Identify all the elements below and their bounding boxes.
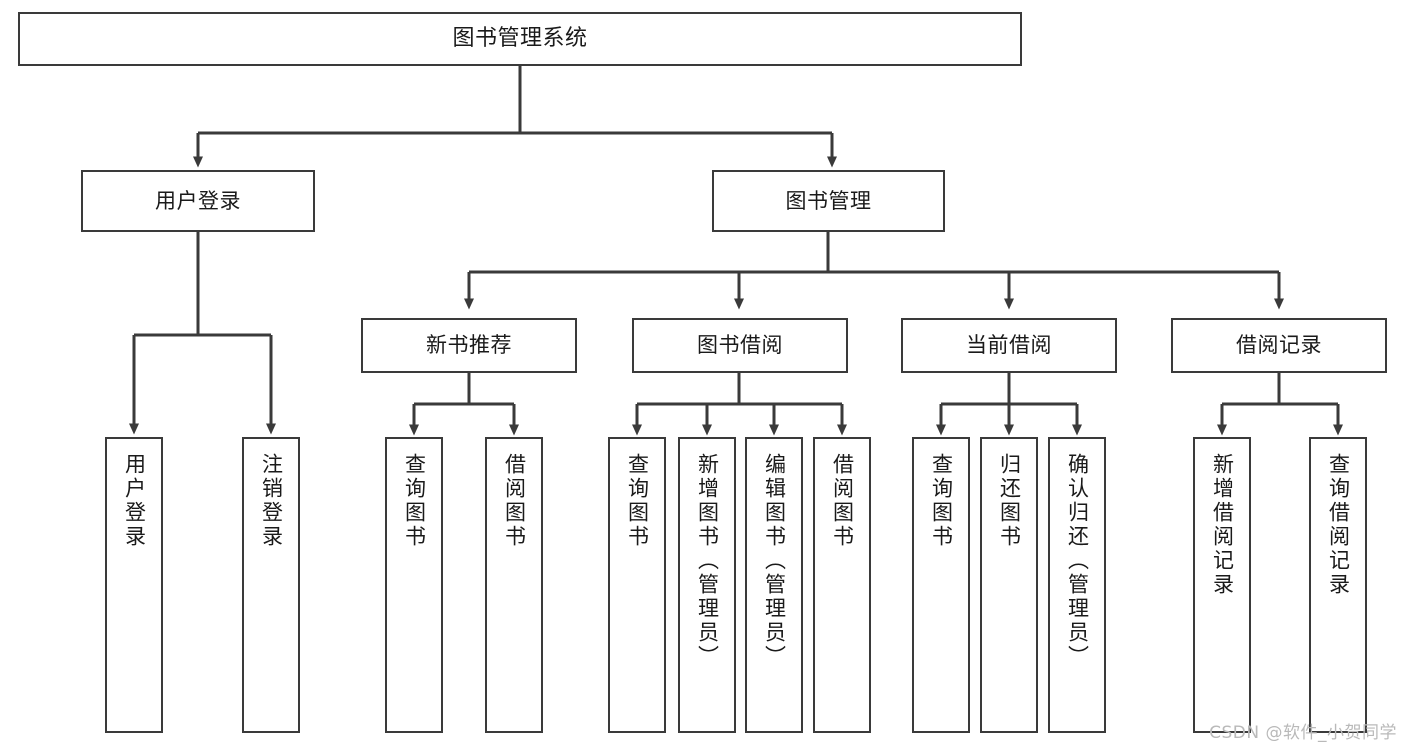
node-label: 借阅记录	[1236, 333, 1322, 358]
node-leaf-query-book[interactable]: 查询图书	[608, 437, 666, 733]
node-user-login[interactable]: 用户登录	[81, 170, 315, 232]
node-leaf-query-borrow-record[interactable]: 查询借阅记录	[1309, 437, 1367, 733]
node-leaf-user-login[interactable]: 用户登录	[105, 437, 163, 733]
node-current-borrow[interactable]: 当前借阅	[901, 318, 1117, 373]
node-leaf-borrow-book[interactable]: 借阅图书	[813, 437, 871, 733]
node-label: 当前借阅	[966, 333, 1052, 358]
node-label: 查询图书	[929, 453, 954, 549]
node-label: 图书管理系统	[452, 26, 588, 52]
node-leaf-return-book[interactable]: 归还图书	[980, 437, 1038, 733]
node-label: 用户登录	[155, 188, 241, 213]
node-leaf-logout[interactable]: 注销登录	[242, 437, 300, 733]
node-label: 借阅图书	[502, 453, 527, 549]
node-label: 查询借阅记录	[1326, 453, 1351, 597]
node-label: 查询图书	[402, 453, 427, 549]
node-leaf-edit-book-admin[interactable]: 编辑图书（管理员）	[745, 437, 803, 733]
node-leaf-add-book-admin[interactable]: 新增图书（管理员）	[678, 437, 736, 733]
node-label: 图书管理	[785, 188, 872, 213]
watermark-text: CSDN @软件_小贺同学	[1209, 723, 1397, 743]
node-leaf-query-book-current[interactable]: 查询图书	[912, 437, 970, 733]
node-leaf-borrow-book-recommend[interactable]: 借阅图书	[485, 437, 543, 733]
node-root-book-management-system[interactable]: 图书管理系统	[18, 12, 1022, 66]
node-label: 归还图书	[997, 453, 1022, 549]
node-leaf-confirm-return-admin[interactable]: 确认归还（管理员）	[1048, 437, 1106, 733]
node-label: 新增借阅记录	[1210, 453, 1235, 597]
node-borrow-records[interactable]: 借阅记录	[1171, 318, 1387, 373]
node-new-book-recommend[interactable]: 新书推荐	[361, 318, 577, 373]
node-leaf-query-book-recommend[interactable]: 查询图书	[385, 437, 443, 733]
node-book-management[interactable]: 图书管理	[712, 170, 945, 232]
node-label: 新书推荐	[426, 333, 512, 358]
node-leaf-add-borrow-record[interactable]: 新增借阅记录	[1193, 437, 1251, 733]
node-label: 用户登录	[122, 453, 147, 549]
node-label: 新增图书（管理员）	[695, 453, 720, 669]
node-label: 图书借阅	[697, 333, 783, 358]
node-label: 借阅图书	[830, 453, 855, 549]
node-label: 确认归还（管理员）	[1065, 453, 1090, 669]
node-label: 查询图书	[625, 453, 650, 549]
node-label: 编辑图书（管理员）	[762, 453, 787, 669]
node-label: 注销登录	[259, 453, 284, 549]
node-book-borrow[interactable]: 图书借阅	[632, 318, 848, 373]
